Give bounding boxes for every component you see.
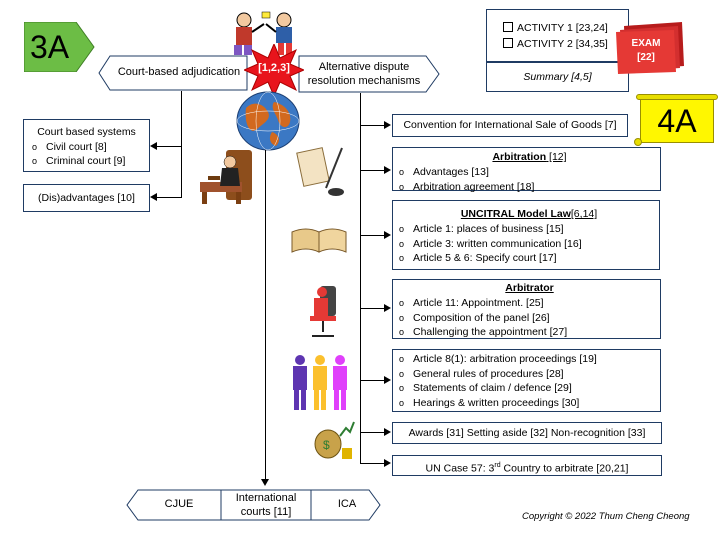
- arrow-left-icon: [150, 142, 157, 150]
- cjue-label[interactable]: CJUE: [164, 498, 194, 510]
- court-systems-connector: [157, 146, 182, 147]
- arrow-right-icon: [384, 231, 391, 239]
- activity-1[interactable]: ACTIVITY 1 [23,24]: [503, 22, 608, 34]
- awards-box[interactable]: Awards [31] Setting aside [32] Non-recog…: [392, 422, 662, 444]
- list-item: Article 11: Appointment. [25]: [399, 296, 660, 311]
- arrow-down-icon: [261, 479, 269, 486]
- adr-spine: [360, 93, 361, 463]
- summary-label: Summary [4,5]: [523, 71, 592, 83]
- uncitral-title: UNCITRAL Model Law[6,14]: [460, 208, 598, 220]
- list-item: Criminal court [9]: [32, 154, 149, 169]
- proceedings-list: Article 8(1): arbitration proceedings [1…: [399, 352, 660, 410]
- arguing-people-icon: [234, 11, 292, 55]
- arrow-right-icon: [384, 121, 391, 129]
- un-case-box[interactable]: UN Case 57: 3rd Country to arbitrate [20…: [392, 455, 662, 476]
- international-courts-label[interactable]: International courts [11]: [235, 492, 297, 518]
- globe-icon: [236, 91, 300, 151]
- exam-label[interactable]: EXAM [22]: [631, 38, 661, 63]
- list-item: Arbitration agreement [18]: [399, 180, 660, 195]
- disadvantages-connector: [157, 197, 182, 198]
- copyright: Copyright © 2022 Thum Cheng Cheong: [522, 511, 690, 522]
- disadvantages-box[interactable]: (Dis)advantages [10]: [23, 184, 150, 212]
- arbitrator-chair-icon: [310, 286, 336, 337]
- list-item: Statements of claim / defence [29]: [399, 381, 660, 396]
- list-item: Challenging the appointment [27]: [399, 325, 660, 340]
- adr-shape: [298, 55, 440, 93]
- list-item: Article 5 & 6: Specify court [17]: [399, 251, 659, 266]
- uncitral-list: Article 1: places of business [15] Artic…: [399, 222, 659, 266]
- activities-box: ACTIVITY 1 [23,24] ACTIVITY 2 [34,35]: [486, 9, 629, 62]
- burst-refs[interactable]: [1,2,3]: [258, 62, 290, 74]
- burst-shape: [244, 44, 304, 96]
- section-3a-tag: [24, 22, 95, 72]
- list-item: Article 3: written communication [16]: [399, 237, 659, 252]
- arrow-right-icon: [384, 459, 391, 467]
- adr-label: Alternative dispute resolution mechanism…: [307, 61, 421, 87]
- scroll-top-roll: [636, 94, 718, 100]
- court-connector: [181, 91, 182, 198]
- international-connector: [265, 150, 266, 480]
- arbitrator-title: Arbitrator: [505, 282, 554, 294]
- open-book-icon: [291, 228, 347, 253]
- court-systems-title: Court based systems: [37, 126, 136, 138]
- arbitration-title: Arbitration [12]: [492, 151, 567, 163]
- ica-label[interactable]: ICA: [337, 498, 357, 510]
- court-adjudication-label: Court-based adjudication: [117, 66, 241, 78]
- list-item: Article 8(1): arbitration proceedings [1…: [399, 352, 660, 367]
- scroll-quill-icon: [296, 147, 344, 196]
- arrow-right-icon: [384, 166, 391, 174]
- list-item: Civil court [8]: [32, 140, 149, 155]
- panel-people-icon: [293, 355, 347, 410]
- list-item: Advantages [13]: [399, 165, 660, 180]
- international-courts-shape: [126, 489, 381, 521]
- exam-stack-shape: [616, 22, 684, 74]
- svg-text:$: $: [323, 438, 330, 452]
- money-bag-icon: $: [314, 421, 355, 459]
- uncitral-box[interactable]: UNCITRAL Model Law[6,14] Article 1: plac…: [392, 200, 660, 270]
- proceedings-box[interactable]: Article 8(1): arbitration proceedings [1…: [392, 349, 661, 412]
- section-4a-scroll: 4A: [640, 97, 714, 143]
- list-item: Hearings & written proceedings [30]: [399, 396, 660, 411]
- checkbox-icon: [503, 22, 513, 32]
- arbitrator-list: Article 11: Appointment. [25] Compositio…: [399, 296, 660, 340]
- list-item: General rules of procedures [28]: [399, 367, 660, 382]
- section-3a-label: 3A: [30, 29, 70, 65]
- section-4a-label: 4A: [657, 103, 697, 139]
- court-adjudication-shape: [98, 55, 248, 91]
- activity-2[interactable]: ACTIVITY 2 [34,35]: [503, 38, 608, 50]
- checkbox-icon: [503, 38, 513, 48]
- arrow-right-icon: [384, 304, 391, 312]
- arrow-right-icon: [384, 376, 391, 384]
- arbitration-list: Advantages [13] Arbitration agreement [1…: [399, 165, 660, 194]
- arbitration-box[interactable]: Arbitration [12] Advantages [13] Arbitra…: [392, 147, 661, 194]
- court-systems-list: Civil court [8] Criminal court [9]: [32, 140, 149, 169]
- judge-icon: [200, 150, 252, 204]
- arrow-right-icon: [384, 428, 391, 436]
- cisg-box[interactable]: Convention for International Sale of Goo…: [392, 114, 628, 137]
- summary-box[interactable]: Summary [4,5]: [486, 62, 629, 92]
- scroll-bottom-curl: [634, 138, 642, 146]
- list-item: Composition of the panel [26]: [399, 311, 660, 326]
- court-systems-box[interactable]: Court based systems Civil court [8] Crim…: [23, 119, 150, 172]
- arbitrator-box[interactable]: Arbitrator Article 11: Appointment. [25]…: [392, 279, 661, 339]
- list-item: Article 1: places of business [15]: [399, 222, 659, 237]
- arrow-left-icon: [150, 193, 157, 201]
